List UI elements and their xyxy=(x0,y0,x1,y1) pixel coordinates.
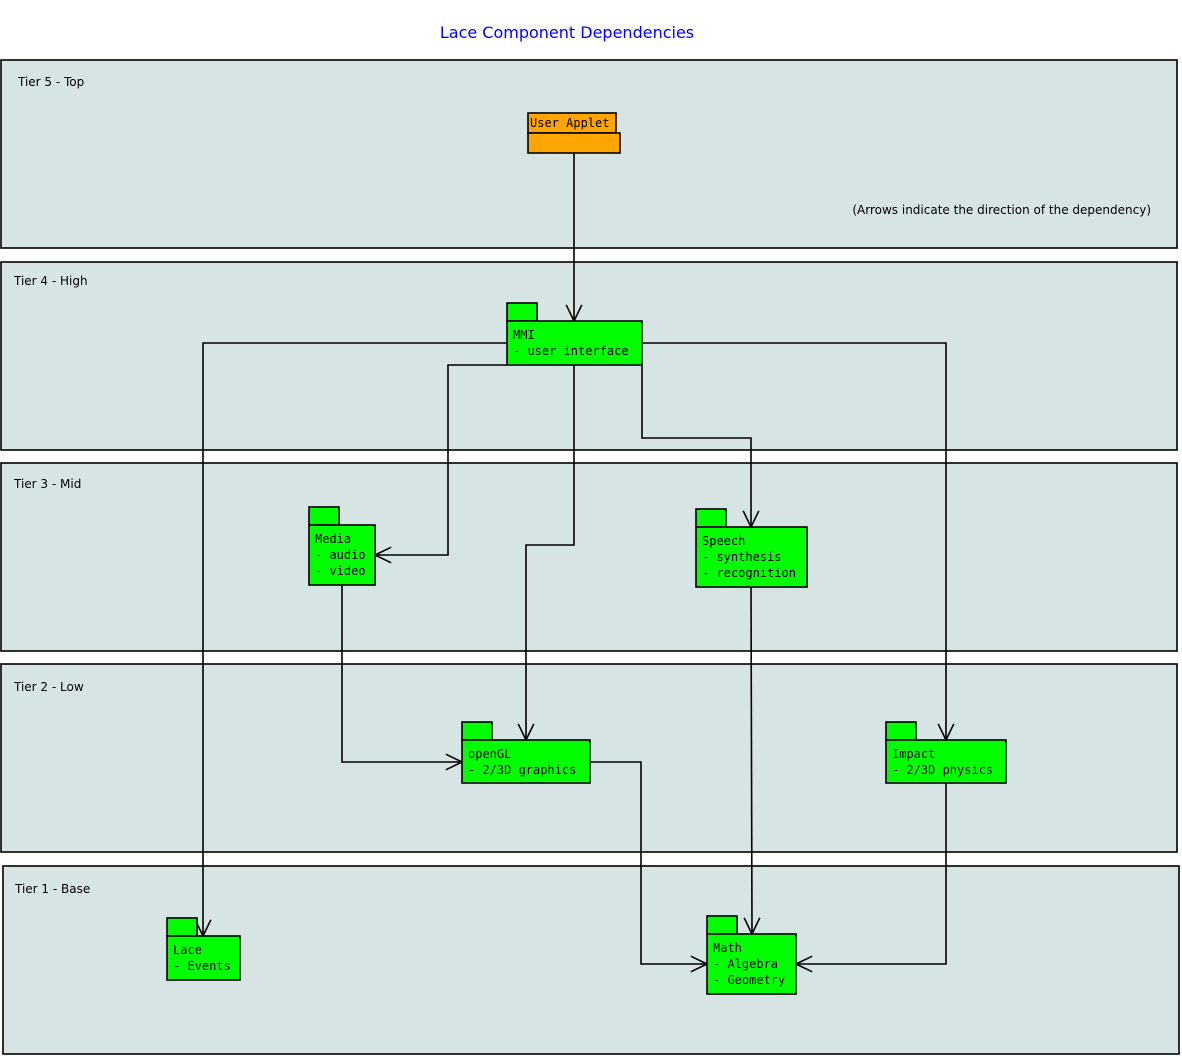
package-tab xyxy=(885,721,917,741)
package-tab xyxy=(706,915,738,935)
package-impact[interactable]: Impact - 2/3D physics xyxy=(885,721,1007,784)
package-feature: - Events xyxy=(173,959,231,973)
package-opengl[interactable]: openGL - 2/3D graphics xyxy=(461,721,591,784)
tier-label: Tier 5 - Top xyxy=(17,75,84,89)
tier-label: Tier 3 - Mid xyxy=(13,477,81,491)
package-tab xyxy=(461,721,493,741)
diagram-note: (Arrows indicate the direction of the de… xyxy=(852,203,1151,217)
package-body xyxy=(308,524,376,586)
package-name: openGL xyxy=(468,747,511,761)
tier-label: Tier 1 - Base xyxy=(14,882,90,896)
package-body xyxy=(166,935,241,981)
dependency-line xyxy=(796,783,947,965)
package-name: Lace xyxy=(173,943,202,957)
dependency-line xyxy=(202,342,507,936)
tier-label: Tier 2 - Low xyxy=(13,680,84,694)
package-feature: - video xyxy=(315,564,366,578)
tier-3: Tier 3 - Mid xyxy=(0,462,1178,652)
dependency-line xyxy=(525,365,575,740)
package-feature: - Algebra xyxy=(713,957,778,971)
package-lace[interactable]: Lace - Events xyxy=(166,917,241,981)
package-name: User Applet xyxy=(530,116,609,130)
package-name: Math xyxy=(713,941,742,955)
package-body xyxy=(706,933,797,995)
package-body xyxy=(527,132,621,154)
tier-box xyxy=(0,59,1178,249)
tier-box xyxy=(0,462,1178,652)
dependency-line xyxy=(641,365,752,527)
package-feature: - synthesis xyxy=(702,550,781,564)
dependency-line xyxy=(375,364,507,556)
package-feature: - Geometry xyxy=(713,973,785,987)
package-feature: - audio xyxy=(315,548,366,562)
package-speech[interactable]: Speech - synthesis - recognition xyxy=(695,508,808,588)
tier-5: Tier 5 - Top xyxy=(0,59,1178,249)
package-math[interactable]: Math - Algebra - Geometry xyxy=(706,915,797,995)
package-name: Media xyxy=(315,532,351,546)
package-body xyxy=(506,320,643,366)
dependency-line xyxy=(750,586,753,935)
package-feature: - user interface xyxy=(513,344,629,358)
diagram-title: Lace Component Dependencies xyxy=(440,23,694,42)
dependency-line xyxy=(642,342,947,740)
package-tab xyxy=(308,506,340,526)
package-name: MMI xyxy=(513,328,535,342)
package-name: Impact xyxy=(892,747,935,761)
package-tab xyxy=(506,302,538,322)
package-media[interactable]: Media - audio - video xyxy=(308,506,376,586)
package-applet[interactable]: User Applet xyxy=(527,112,621,154)
package-feature: - 2/3D physics xyxy=(892,763,993,777)
tier-label: Tier 4 - High xyxy=(13,274,88,288)
package-feature: - 2/3D graphics xyxy=(468,763,576,777)
package-tab xyxy=(166,917,198,937)
package-body xyxy=(461,739,591,784)
dependency-line xyxy=(590,761,707,965)
package-feature: - recognition xyxy=(702,566,796,580)
package-body xyxy=(885,739,1007,784)
package-tab xyxy=(695,508,727,528)
package-mmi[interactable]: MMI - user interface xyxy=(506,302,643,366)
package-name: Speech xyxy=(702,534,745,548)
dependency-line xyxy=(341,585,462,763)
package-body xyxy=(695,526,808,588)
